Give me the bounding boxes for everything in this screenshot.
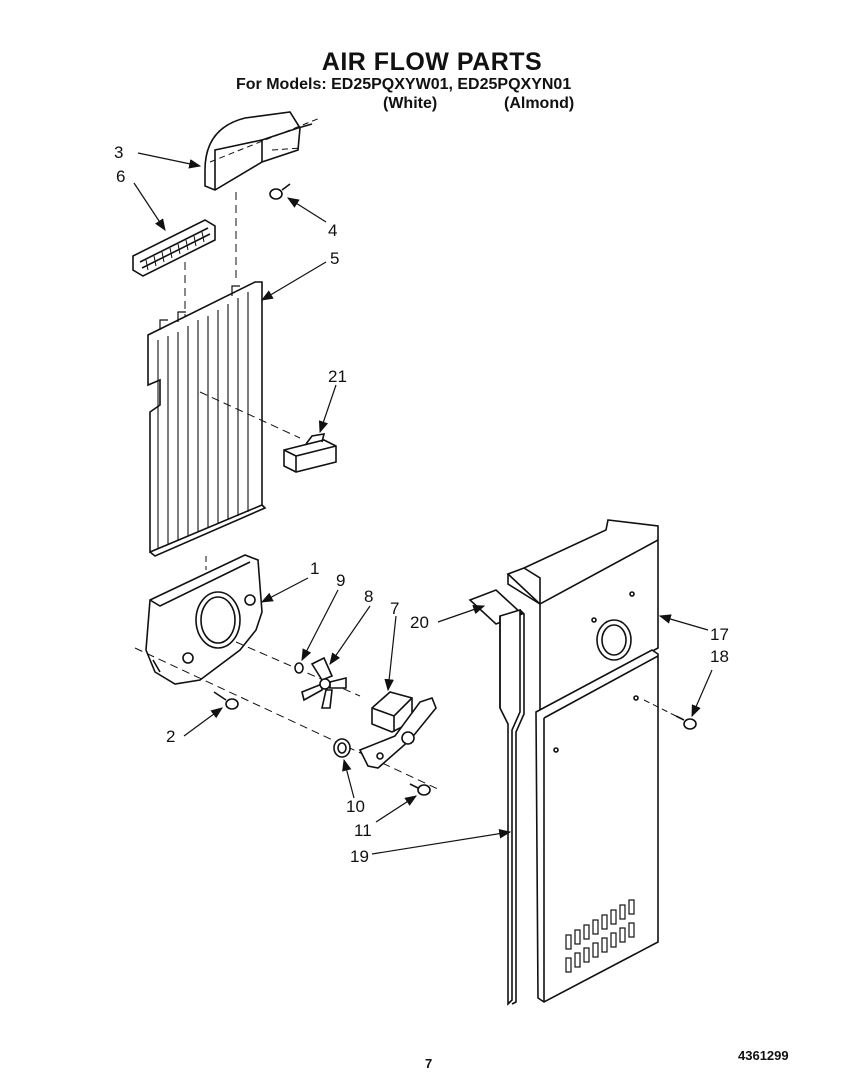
callout-9: 9	[336, 571, 345, 590]
models-line: For Models: ED25PQXYW01, ED25PQXYN01	[236, 76, 572, 93]
grille-part	[132, 219, 216, 277]
callout-10: 10	[346, 797, 365, 816]
diagram-title: AIR FLOW PARTS	[321, 48, 543, 76]
callout-17: 17	[710, 625, 729, 644]
callout-18: 18	[710, 647, 729, 666]
callout-2: 2	[166, 727, 175, 746]
callout-21: 21	[328, 367, 347, 386]
callout-7: 7	[390, 599, 399, 618]
callout-labels: 3 6 4 5 21 1 9 8 7 20 17 18 2 10 11 19	[114, 143, 729, 866]
callout-6: 6	[116, 167, 125, 186]
callout-4: 4	[328, 221, 337, 240]
grommet-part	[333, 738, 351, 758]
fan-shroud-part	[145, 554, 263, 685]
screw-part-18	[675, 715, 697, 730]
document-number: 4361299	[738, 1048, 789, 1063]
callout-8: 8	[364, 587, 373, 606]
nut-part-9	[294, 662, 304, 674]
variant-white: (White)	[383, 95, 438, 112]
evaporator-cover-part	[147, 281, 267, 557]
screw-part-2	[213, 691, 239, 710]
callout-1: 1	[310, 559, 319, 578]
callout-11: 11	[354, 821, 372, 840]
screw-part-11	[409, 783, 431, 796]
lower-panel-part	[535, 649, 659, 1003]
leader-arrows	[133, 152, 713, 855]
callout-5: 5	[330, 249, 339, 268]
callout-20: 20	[410, 613, 429, 632]
callout-3: 3	[114, 143, 123, 162]
callout-19: 19	[350, 847, 369, 866]
channel-part	[499, 608, 525, 1006]
page-number: 7	[425, 1056, 433, 1071]
fan-blade-part	[301, 656, 347, 709]
upper-panel-part	[506, 519, 659, 714]
variant-almond: (Almond)	[504, 95, 575, 112]
fan-motor-part	[358, 691, 437, 769]
duct-cover-part	[204, 111, 313, 191]
screw-part-4	[269, 183, 291, 200]
block-part-21	[283, 433, 337, 473]
